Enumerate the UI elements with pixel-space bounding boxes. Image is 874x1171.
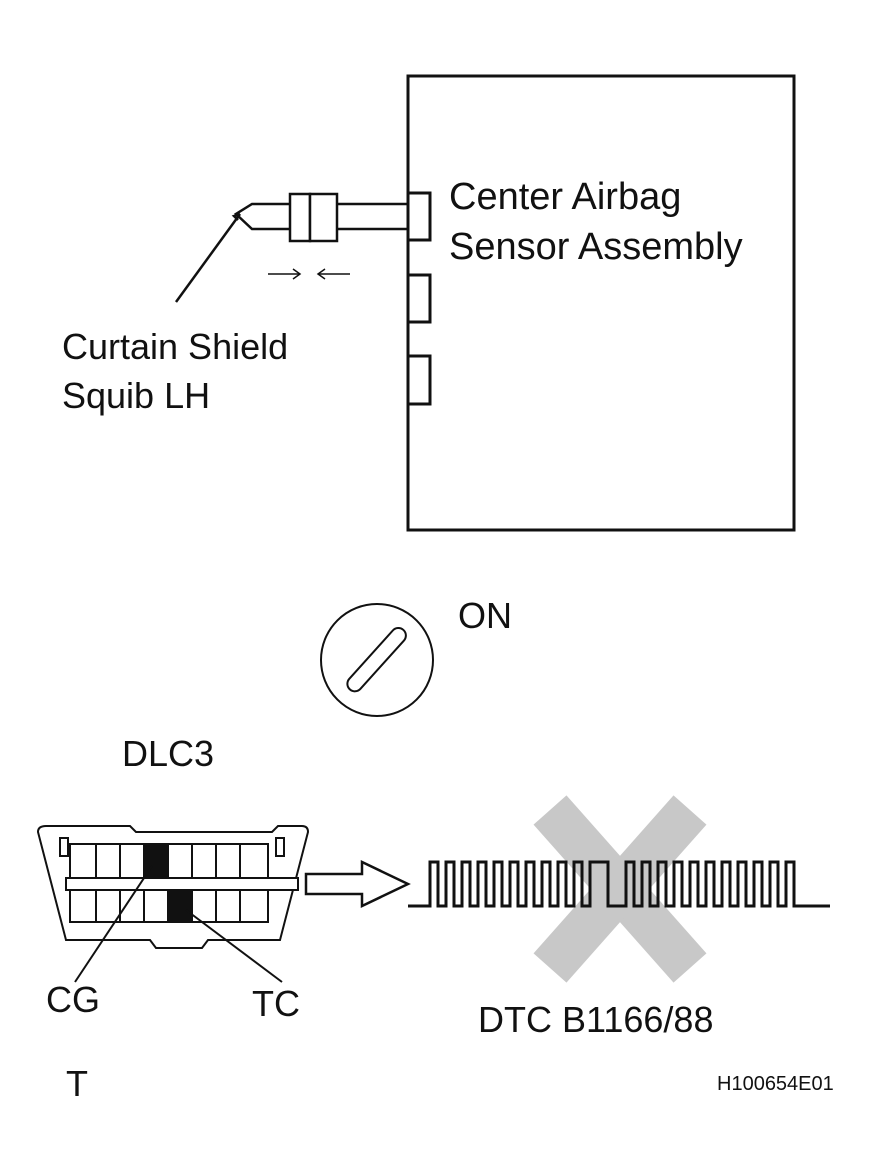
pin-tc bbox=[169, 891, 192, 921]
dlc3-housing bbox=[36, 825, 310, 949]
squib-connector-left bbox=[288, 192, 312, 243]
squib-plug bbox=[233, 202, 290, 231]
sensor-label-line1: Center Airbag bbox=[449, 176, 681, 218]
sensor-label-line2: Sensor Assembly bbox=[449, 226, 743, 268]
sensor-connector-3 bbox=[408, 354, 432, 406]
squib-harness bbox=[174, 192, 408, 303]
squib-leader-line bbox=[174, 213, 242, 303]
squib-label-line1: Curtain Shield bbox=[62, 326, 288, 367]
right-arrow-icon bbox=[304, 860, 411, 908]
ignition-switch-circle bbox=[320, 603, 434, 717]
center-airbag-sensor-assembly bbox=[406, 74, 796, 532]
corner-label: T bbox=[66, 1063, 88, 1104]
dlc3-connector bbox=[36, 825, 310, 949]
dlc3-key-left bbox=[59, 837, 69, 857]
squib-connector-right bbox=[308, 192, 339, 243]
ignition-key-icon bbox=[320, 603, 434, 717]
dlc3-center-rail bbox=[65, 877, 299, 891]
dtc-pulse-waveform bbox=[408, 860, 830, 908]
figure-code: H100654E01 bbox=[717, 1073, 834, 1095]
tc-leader-line bbox=[185, 909, 283, 983]
pin-cg-label: CG bbox=[46, 979, 100, 1020]
pin-tc-label: TC bbox=[252, 983, 300, 1024]
ignition-key-slot bbox=[346, 627, 407, 693]
dlc3-label: DLC3 bbox=[122, 733, 214, 774]
x-mark-icon bbox=[533, 795, 707, 983]
ignition-on-label: ON bbox=[458, 595, 512, 636]
squib-label-line2: Squib LH bbox=[62, 375, 210, 416]
dlc3-key-right bbox=[275, 837, 285, 857]
sensor-connector-1 bbox=[408, 191, 432, 242]
sensor-box bbox=[406, 74, 796, 532]
cg-leader-line bbox=[74, 865, 153, 983]
dtc-label: DTC B1166/88 bbox=[478, 999, 713, 1040]
disconnect-arrows bbox=[268, 268, 350, 280]
sensor-connector-2 bbox=[408, 273, 432, 324]
squib-plug-tip bbox=[231, 212, 241, 221]
